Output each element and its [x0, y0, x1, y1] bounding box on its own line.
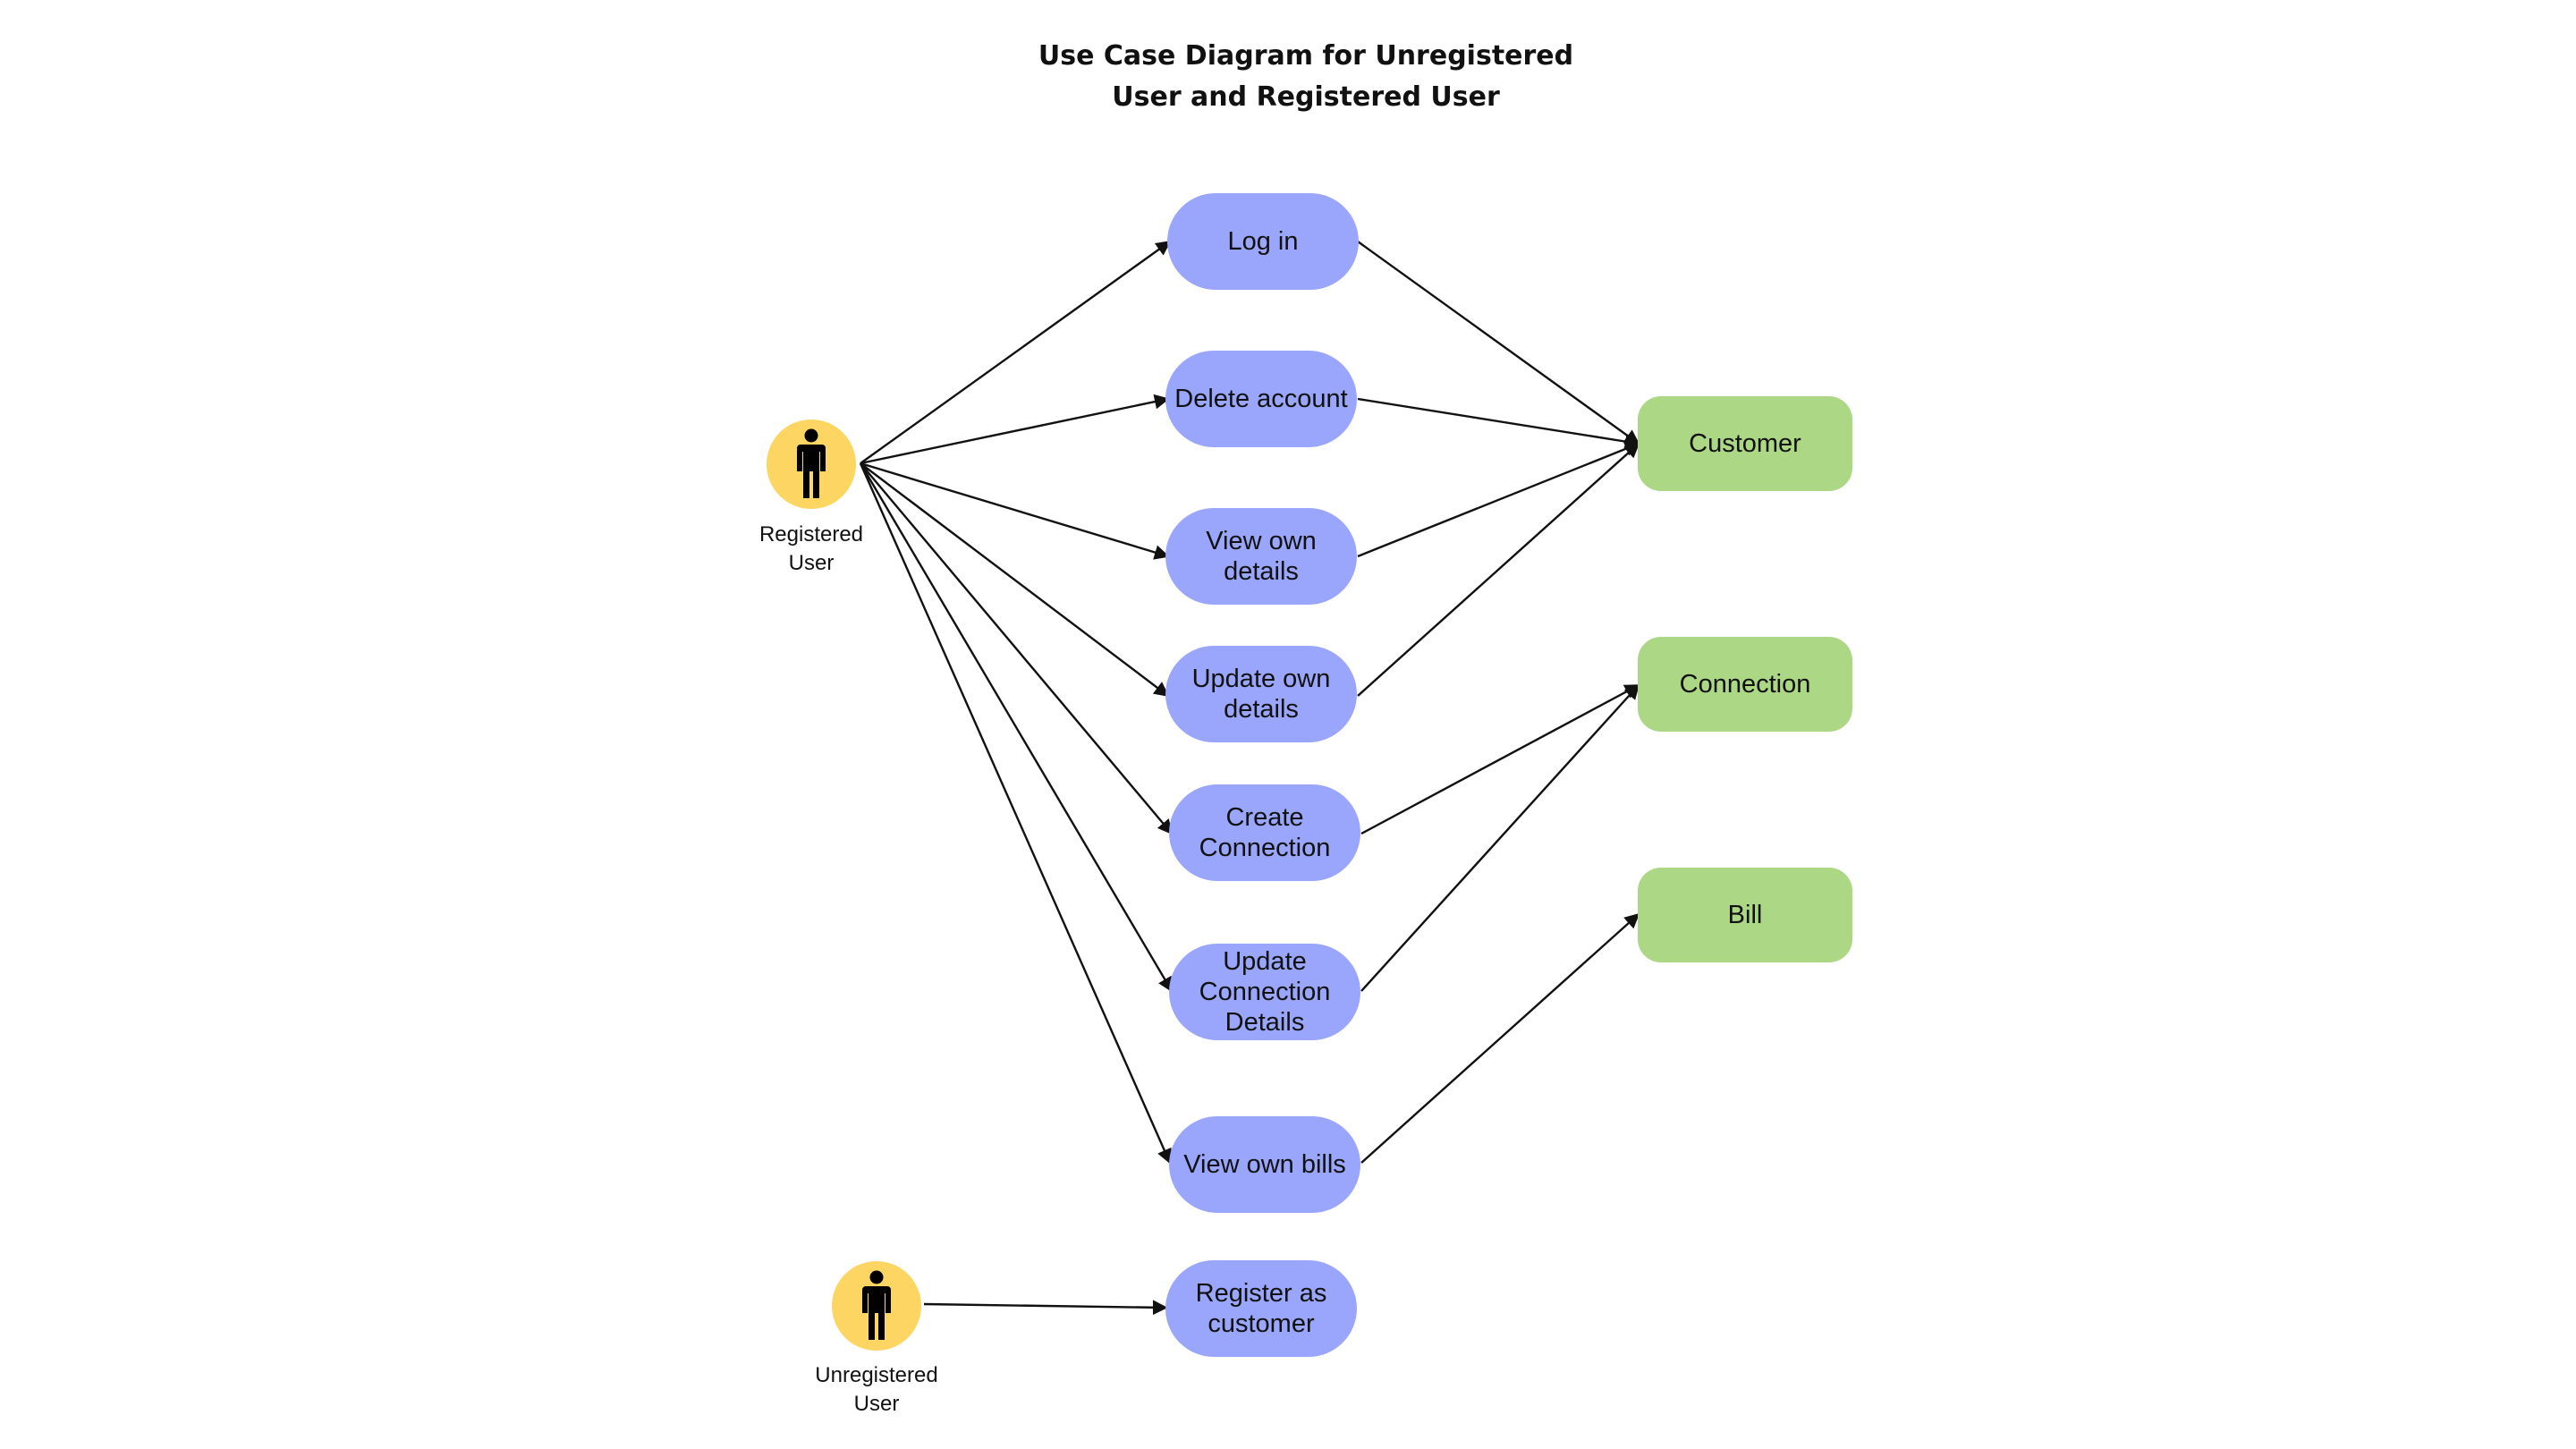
entity-connection[interactable]: Connection	[1638, 637, 1852, 732]
use-case-delete-account-label: Delete account	[1174, 385, 1348, 413]
edge-registered-to-view-own-bills	[859, 462, 1172, 1165]
edge-unregistered-to-register-as-customer	[923, 1300, 1168, 1316]
use-case-update-connection-details-line-3: Details	[1224, 1008, 1305, 1037]
use-case-log-in-label: Log in	[1227, 227, 1299, 256]
use-case-update-own-details-line-2: details	[1224, 695, 1299, 724]
use-case-update-own-details-line-1: Update own	[1191, 665, 1331, 693]
use-case-create-connection[interactable]: Create Connection	[1169, 784, 1360, 881]
use-case-view-own-details-line-2: details	[1224, 557, 1299, 586]
unregistered-user-actor[interactable]	[832, 1261, 921, 1351]
use-case-view-own-bills-label: View own bills	[1183, 1150, 1346, 1179]
registered-user-actor[interactable]	[767, 419, 856, 509]
edge-registered-to-delete-account	[860, 394, 1170, 465]
use-case-delete-account[interactable]: Delete account	[1165, 351, 1357, 447]
diagram-title: Use Case Diagram for Unregistered User a…	[930, 36, 1682, 118]
edge-view-own-bills-to-bill	[1360, 912, 1640, 1164]
entity-customer[interactable]: Customer	[1638, 396, 1852, 491]
diagram-title-line-2: User and Registered User	[1112, 81, 1500, 113]
use-case-register-as-customer[interactable]: Register as customer	[1165, 1260, 1357, 1357]
use-case-log-in[interactable]: Log in	[1167, 193, 1359, 290]
use-case-register-as-customer-line-2: customer	[1208, 1309, 1315, 1338]
use-case-view-own-details[interactable]: View own details	[1165, 508, 1357, 605]
edge-registered-to-update-own-details	[860, 462, 1170, 698]
use-case-view-own-details-line-1: View own	[1206, 527, 1317, 555]
entity-customer-label: Customer	[1689, 428, 1801, 458]
entity-bill[interactable]: Bill	[1638, 868, 1852, 962]
registered-user-label-line-1: Registered	[758, 522, 864, 547]
edge-update-connection-details-to-connection	[1360, 683, 1640, 992]
use-case-register-as-customer-line-1: Register as	[1195, 1279, 1327, 1308]
use-case-update-connection-details[interactable]: Update Connection Details	[1169, 944, 1360, 1040]
use-case-update-own-details[interactable]: Update own details	[1165, 646, 1357, 742]
unregistered-user-label-line-1: Unregistered	[815, 1363, 938, 1387]
use-case-update-connection-details-line-2: Connection	[1199, 978, 1331, 1006]
edge-registered-to-update-connection-details	[859, 462, 1174, 993]
edge-registered-to-create-connection	[860, 462, 1174, 835]
edge-registered-to-view-own-details	[860, 462, 1170, 560]
edge-delete-account-to-customer	[1357, 397, 1640, 449]
unregistered-user-label-line-2: User	[853, 1392, 900, 1416]
edge-create-connection-to-connection	[1360, 683, 1640, 835]
edge-registered-to-log-in	[860, 241, 1172, 464]
person-icon	[797, 428, 826, 498]
registered-user-label: Registered User	[713, 521, 910, 578]
use-case-create-connection-line-2: Connection	[1199, 834, 1331, 862]
entity-connection-label: Connection	[1679, 669, 1811, 699]
use-case-update-connection-details-line-1: Update	[1223, 947, 1307, 976]
edge-view-own-details-to-customer	[1357, 441, 1640, 558]
unregistered-user-label: Unregistered User	[778, 1361, 975, 1419]
use-case-view-own-bills[interactable]: View own bills	[1169, 1116, 1360, 1213]
edge-update-own-details-to-customer	[1357, 442, 1640, 697]
registered-user-label-line-2: User	[788, 551, 835, 575]
use-case-create-connection-line-1: Create	[1225, 803, 1304, 832]
edge-log-in-to-customer	[1357, 241, 1640, 445]
person-icon	[862, 1270, 891, 1340]
entity-bill-label: Bill	[1727, 900, 1763, 929]
diagram-title-line-1: Use Case Diagram for Unregistered	[1038, 40, 1574, 72]
